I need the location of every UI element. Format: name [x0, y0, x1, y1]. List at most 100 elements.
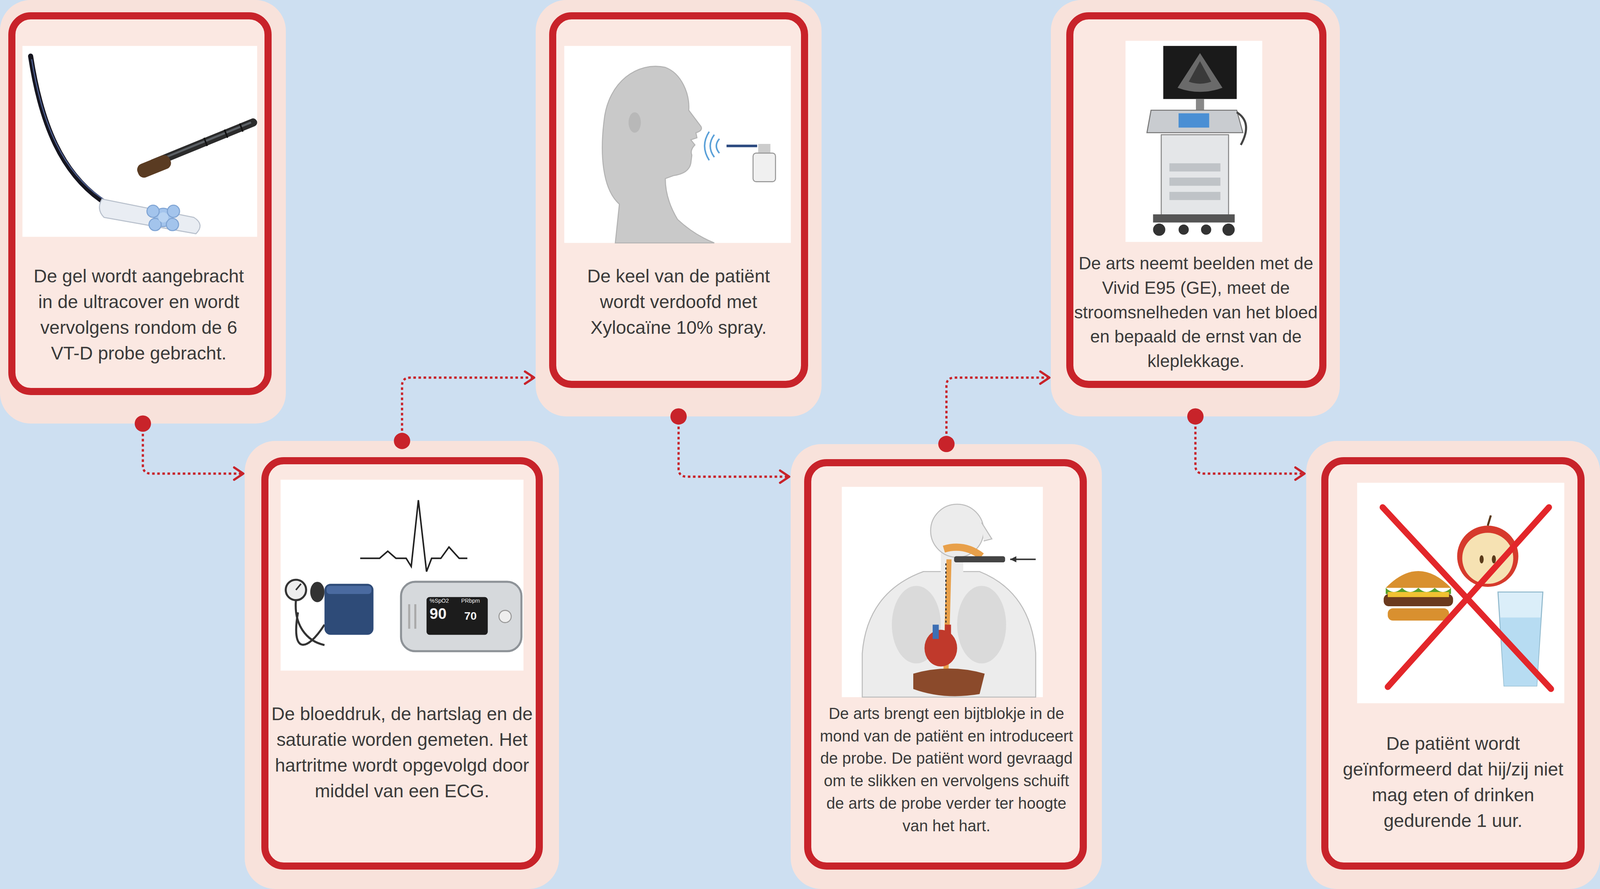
- body-picture: [924, 629, 958, 667]
- body-picture: [1010, 556, 1017, 563]
- connector: [670, 408, 790, 483]
- vitals-picture: [296, 612, 325, 645]
- arrow-head: [234, 467, 244, 480]
- step-text: De bloeddruk, de hartslag en de saturati…: [270, 700, 534, 804]
- body-picture: [943, 547, 982, 557]
- ultrasound-picture: [1177, 52, 1223, 92]
- display-reading: 90: [429, 606, 447, 622]
- no-food-picture: [1387, 608, 1449, 621]
- body-picture: [913, 668, 985, 697]
- no-food-picture: [1387, 591, 1449, 597]
- ultrasound-picture: [1169, 191, 1221, 201]
- spray-picture: [564, 45, 791, 243]
- step-text: De arts brengt een bijtblokje in de mond…: [816, 702, 1077, 837]
- body-picture: [944, 624, 951, 637]
- spray-picture: [710, 134, 715, 158]
- probe-picture: [22, 45, 258, 237]
- dotted-line: [142, 423, 244, 474]
- arrow-head: [1040, 371, 1050, 384]
- step-text: De arts neemt beelden met de Vivid E95 (…: [1073, 251, 1319, 374]
- ultrasound-picture: [1161, 134, 1229, 217]
- vitals-picture: [408, 604, 410, 629]
- start-dot: [134, 415, 152, 432]
- ultrasound-picture: [1236, 112, 1247, 146]
- start-dot: [1187, 408, 1204, 425]
- vitals-picture: [426, 596, 488, 635]
- dotted-line: [1195, 416, 1305, 474]
- ultrasound-picture: [1188, 61, 1212, 84]
- body-picture: [957, 585, 1007, 664]
- start-dot: [393, 432, 410, 449]
- ultrasound-picture: [1195, 98, 1205, 112]
- dotted-line: [402, 377, 535, 441]
- step-text: De gel wordt aangebracht in de ultracove…: [25, 263, 253, 367]
- spray-picture: [564, 45, 791, 243]
- no-food-picture: [1479, 555, 1484, 564]
- no-food-picture: [1491, 555, 1496, 564]
- ultrasound-picture: [1153, 214, 1235, 223]
- probe-picture: [99, 198, 201, 234]
- ultrasound-picture: [1146, 110, 1243, 133]
- spray-picture: [602, 66, 715, 244]
- display-reading: PRbpm: [461, 597, 480, 604]
- vitals-picture: [285, 579, 307, 601]
- vitals-picture: [326, 585, 372, 594]
- probe-picture: [163, 122, 252, 159]
- vitals-picture: [324, 583, 374, 635]
- vitals-picture: [498, 610, 512, 623]
- ultrasound-picture: [1163, 45, 1237, 99]
- vitals-picture: [310, 581, 325, 603]
- body-picture: [841, 486, 1043, 698]
- probe-picture: [31, 59, 106, 202]
- ultrasound-picture: [1153, 223, 1166, 236]
- vitals-picture: [400, 581, 522, 652]
- vitals-picture: [280, 479, 524, 671]
- display-reading: %SpO2: [429, 597, 450, 604]
- probe-picture: [204, 137, 208, 146]
- probe-picture: [239, 123, 244, 132]
- no-food-picture: [1357, 482, 1565, 703]
- connector: [1187, 408, 1305, 480]
- ultrasound-picture: [1222, 223, 1235, 236]
- start-dot: [938, 435, 955, 452]
- connector: [938, 371, 1050, 452]
- arrow-head: [525, 371, 535, 384]
- vitals-picture: [280, 479, 524, 671]
- vitals-picture: [360, 500, 468, 572]
- probe-picture: [147, 205, 160, 218]
- no-food-picture: [1357, 482, 1565, 703]
- ultrasound-picture: [1169, 163, 1221, 172]
- connector: [393, 371, 535, 449]
- probe-picture: [166, 218, 179, 231]
- ultrasound-picture: [1125, 40, 1263, 242]
- vitals-picture: [295, 583, 301, 590]
- dotted-line: [678, 416, 790, 477]
- probe-picture: [30, 56, 108, 205]
- body-picture: [932, 624, 939, 639]
- ultrasound-picture: [1178, 113, 1209, 128]
- no-food-picture: [1387, 507, 1549, 687]
- body-picture: [953, 556, 1005, 563]
- probe-picture: [135, 153, 173, 180]
- arrow-head: [1295, 467, 1305, 480]
- step-text: De patiënt wordt geïnformeerd dat hij/zi…: [1334, 730, 1572, 834]
- display-reading: 70: [464, 610, 477, 622]
- spray-picture: [716, 138, 720, 154]
- body-picture: [930, 504, 984, 558]
- ultrasound-picture: [1125, 40, 1263, 242]
- step-text: De keel van de patiënt wordt verdoofd me…: [564, 263, 793, 341]
- vitals-picture: [414, 604, 417, 629]
- body-picture: [841, 486, 1043, 698]
- probe-picture: [158, 212, 169, 223]
- probe-picture: [167, 205, 180, 218]
- spray-picture: [628, 112, 641, 133]
- spray-picture: [726, 144, 758, 148]
- body-picture: [981, 522, 992, 541]
- no-food-picture: [1382, 507, 1551, 689]
- spray-picture: [753, 153, 776, 182]
- ultrasound-picture: [1201, 224, 1212, 235]
- vitals-picture: [295, 600, 325, 646]
- dotted-line: [946, 377, 1050, 444]
- probe-picture: [22, 45, 258, 237]
